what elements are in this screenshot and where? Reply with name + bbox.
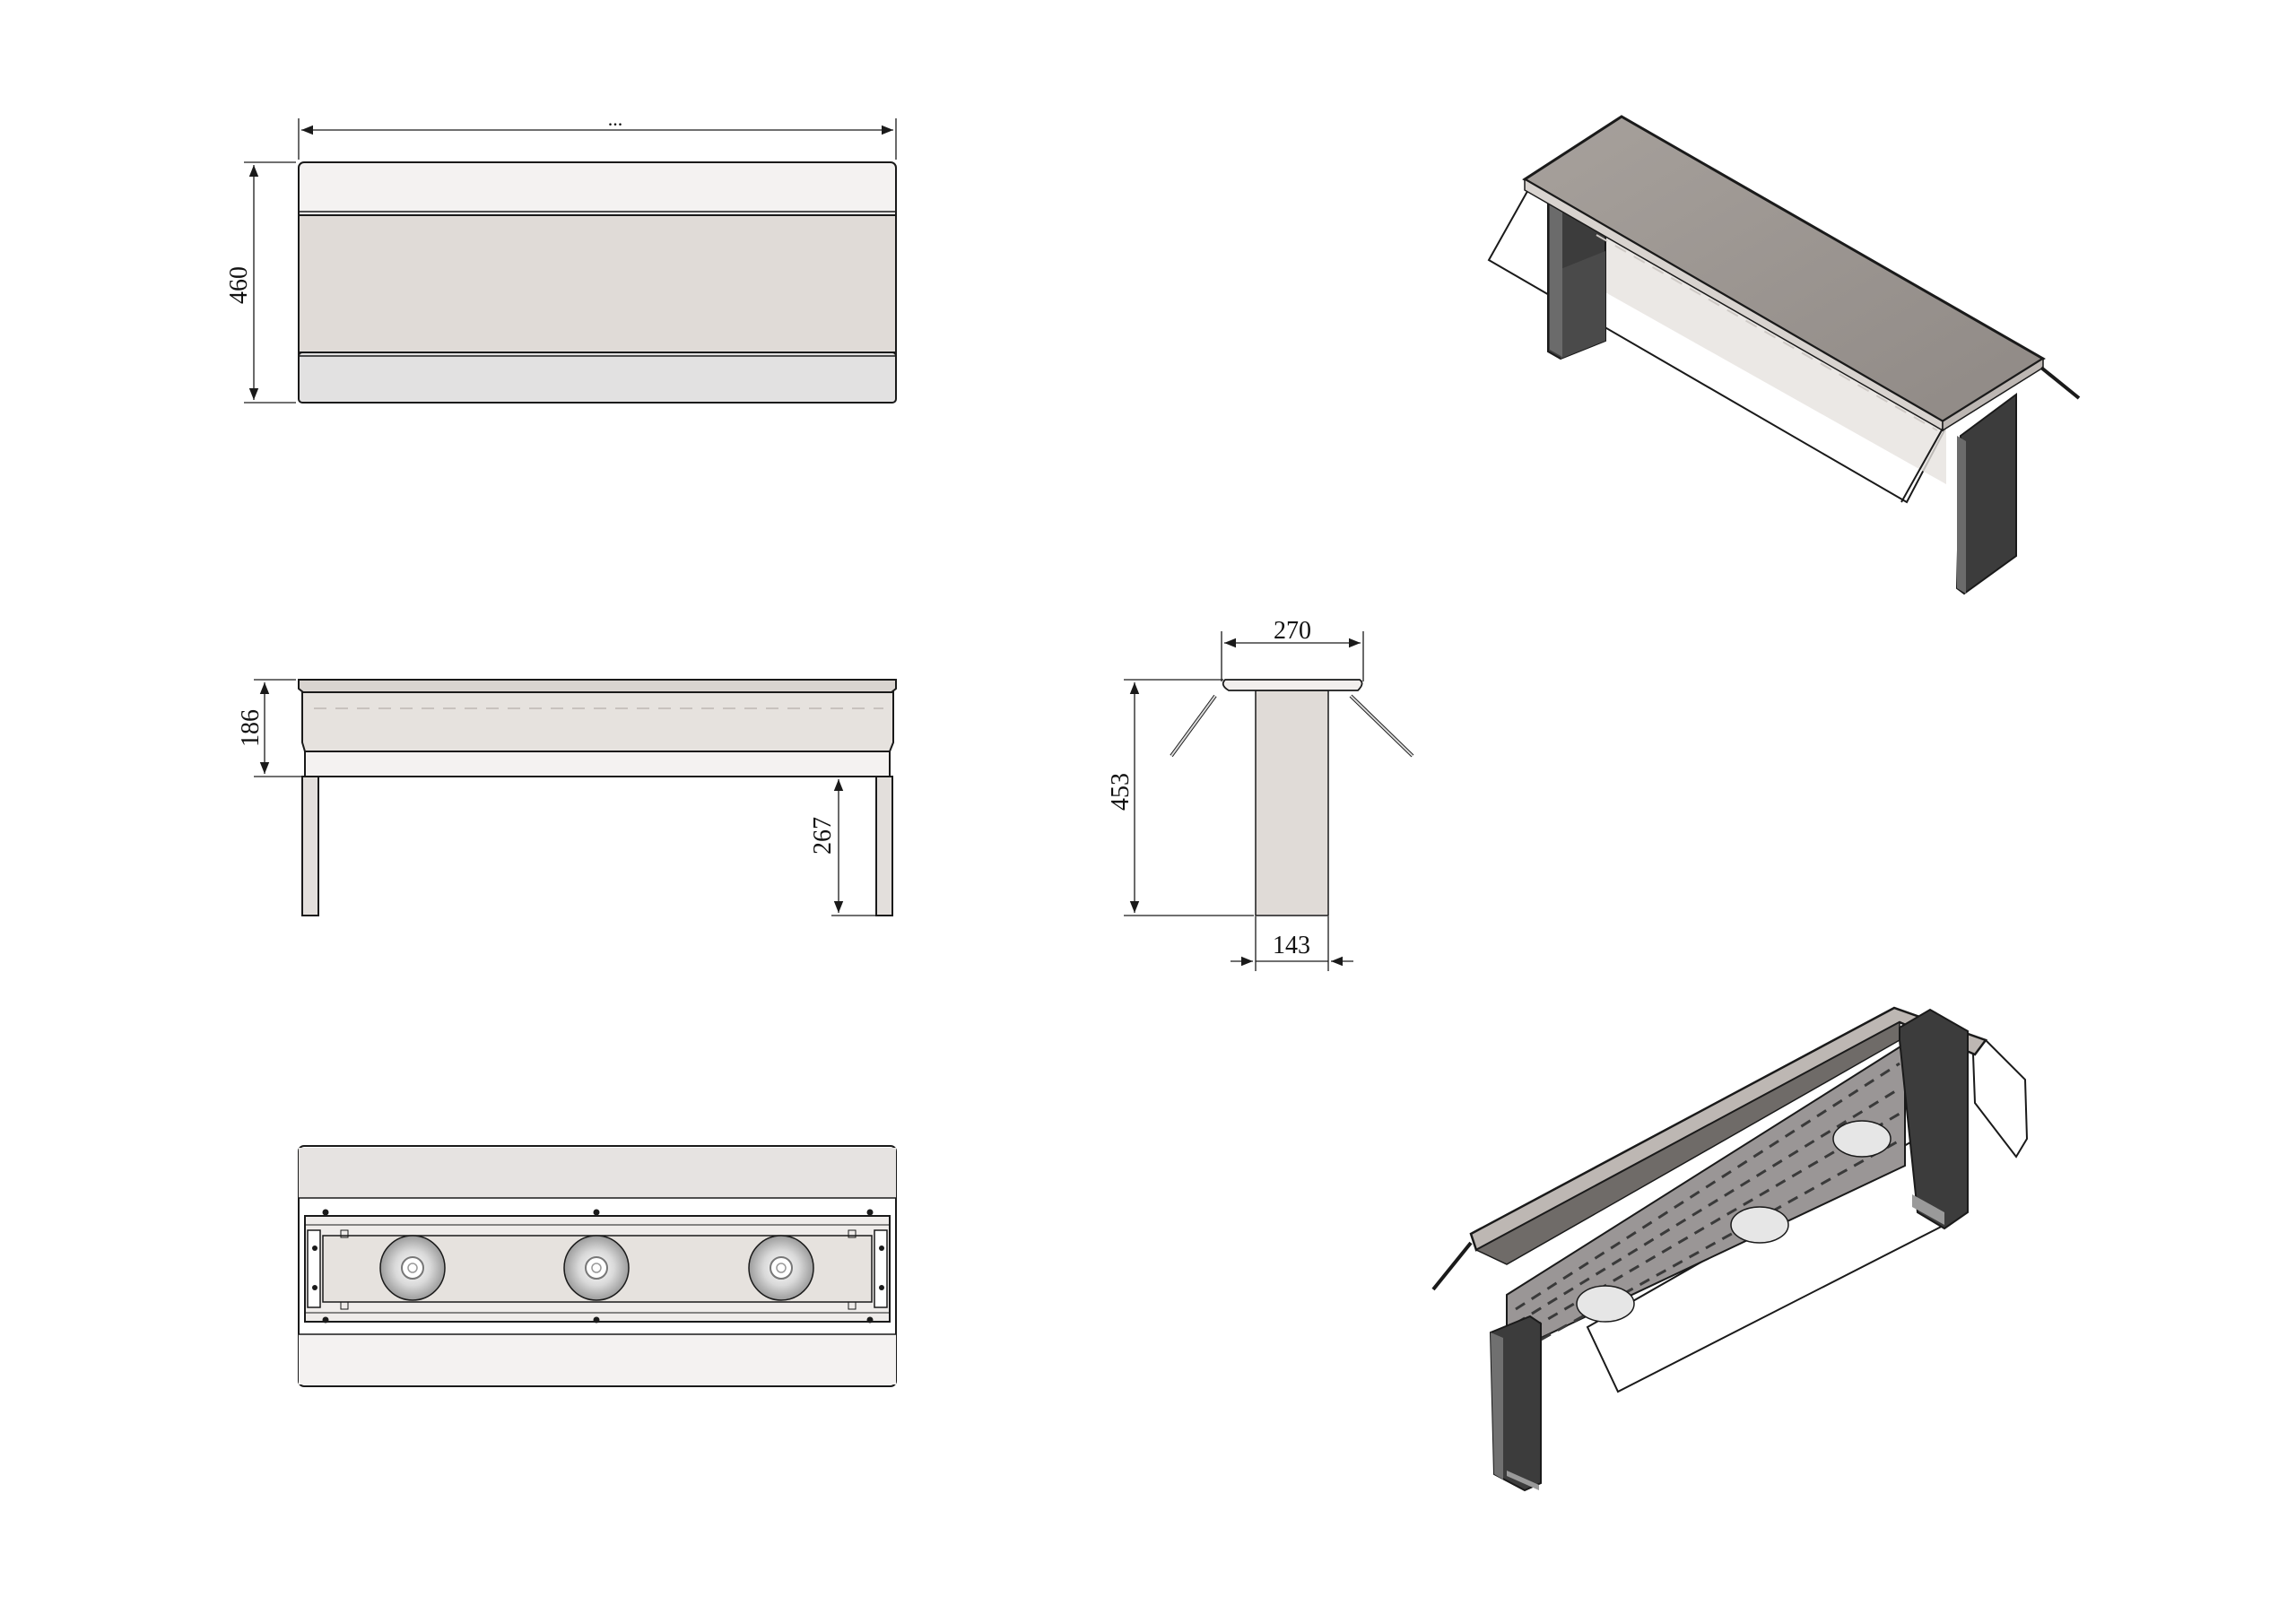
dimension-top-depth-label: 460 bbox=[225, 266, 253, 304]
dimension-front-leg: 267 bbox=[809, 776, 875, 916]
top-view bbox=[298, 161, 897, 404]
isometric-view-top bbox=[1487, 115, 2081, 595]
dimension-side-post: 143 bbox=[1231, 916, 1353, 971]
heat-lamp bbox=[748, 1235, 814, 1301]
dimension-top-width-label: ... bbox=[608, 108, 623, 130]
side-view bbox=[1170, 679, 1414, 916]
dimension-side-height: 453 bbox=[1107, 679, 1254, 916]
dimension-side-top-label: 270 bbox=[1274, 617, 1311, 645]
dimension-front-leg-label: 267 bbox=[809, 817, 837, 855]
front-view bbox=[298, 679, 897, 916]
dimension-top-depth: 460 bbox=[225, 161, 296, 404]
dimension-front-upper-label: 186 bbox=[237, 709, 265, 747]
heat-lamp bbox=[563, 1235, 630, 1301]
dimension-side-height-label: 453 bbox=[1107, 773, 1135, 811]
dimension-side-post-label: 143 bbox=[1273, 932, 1310, 959]
dimension-side-top: 270 bbox=[1221, 617, 1364, 681]
heat-lamp bbox=[379, 1235, 446, 1301]
isometric-view-bottom bbox=[1431, 1006, 2029, 1492]
dimension-top-width: ... bbox=[298, 108, 897, 160]
dimension-front-upper: 186 bbox=[237, 679, 301, 777]
bottom-view bbox=[298, 1145, 897, 1387]
